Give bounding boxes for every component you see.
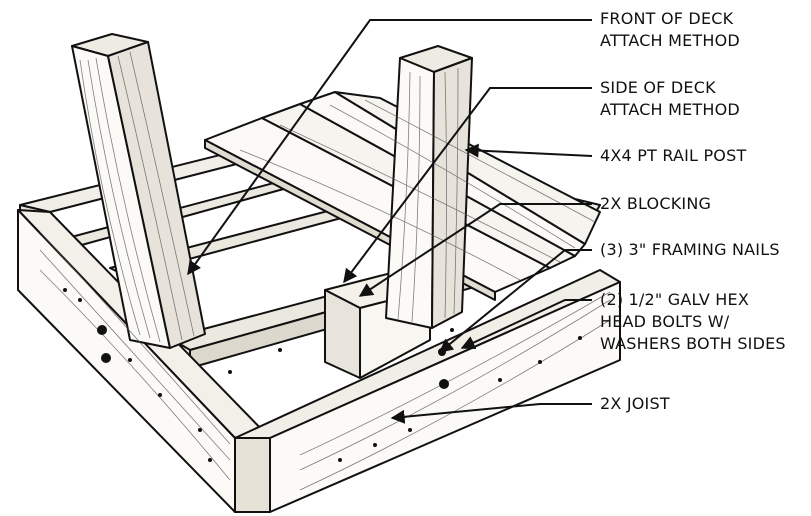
label-front-attach-line2: ATTACH METHOD bbox=[600, 31, 740, 50]
label-front-attach: FRONT OF DECK ATTACH METHOD bbox=[600, 8, 740, 52]
label-front-attach-line1: FRONT OF DECK bbox=[600, 9, 734, 28]
label-hex-bolts-line1: (2) 1/2" GALV HEX bbox=[600, 290, 749, 309]
label-side-attach: SIDE OF DECK ATTACH METHOD bbox=[600, 77, 740, 121]
label-hex-bolts-line3: WASHERS BOTH SIDES bbox=[600, 334, 786, 353]
leader-framing-nails bbox=[438, 249, 592, 353]
label-rail-post: 4X4 PT RAIL POST bbox=[600, 146, 747, 165]
left-post-side bbox=[107, 41, 206, 349]
leader-side-attach bbox=[343, 87, 592, 284]
leader-joist bbox=[390, 403, 592, 424]
leader-hex-bolts bbox=[460, 299, 592, 350]
leader-blocking bbox=[358, 203, 592, 297]
label-joist: 2X JOIST bbox=[600, 394, 670, 413]
label-side-attach-line1: SIDE OF DECK bbox=[600, 78, 716, 97]
label-side-attach-line2: ATTACH METHOD bbox=[600, 100, 740, 119]
leader-rail-post bbox=[464, 143, 593, 158]
wood-grain bbox=[39, 51, 611, 491]
label-framing-nails: (3) 3" FRAMING NAILS bbox=[600, 240, 780, 259]
label-hex-bolts: (2) 1/2" GALV HEX HEAD BOLTS W/ WASHERS … bbox=[600, 289, 786, 355]
front-rim-joist-end bbox=[234, 437, 271, 513]
label-hex-bolts-line2: HEAD BOLTS W/ bbox=[600, 312, 730, 331]
leader-front-attach bbox=[187, 19, 592, 276]
fasteners bbox=[63, 288, 582, 462]
label-blocking: 2X BLOCKING bbox=[600, 194, 712, 213]
